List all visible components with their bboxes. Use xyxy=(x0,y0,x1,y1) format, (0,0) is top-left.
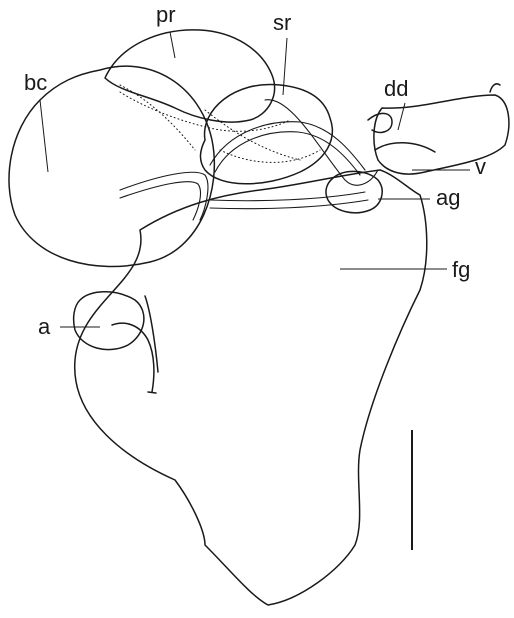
leader-pr xyxy=(170,32,175,58)
prostate xyxy=(105,30,300,160)
seminal-receptacle-duct xyxy=(120,100,378,220)
label-a: a xyxy=(38,314,51,339)
leader-bc xyxy=(40,100,48,172)
label-bc: bc xyxy=(24,70,47,95)
accessory-gland xyxy=(326,171,382,212)
label-pr: pr xyxy=(156,2,176,27)
label-ag: ag xyxy=(436,185,460,210)
label-fg: fg xyxy=(452,257,470,282)
albumen-gland xyxy=(74,292,158,393)
label-dd: dd xyxy=(384,76,408,101)
bursa-copulatrix xyxy=(9,66,214,266)
label-v: v xyxy=(475,154,486,179)
label-sr: sr xyxy=(273,10,291,35)
female-gland xyxy=(75,170,427,605)
